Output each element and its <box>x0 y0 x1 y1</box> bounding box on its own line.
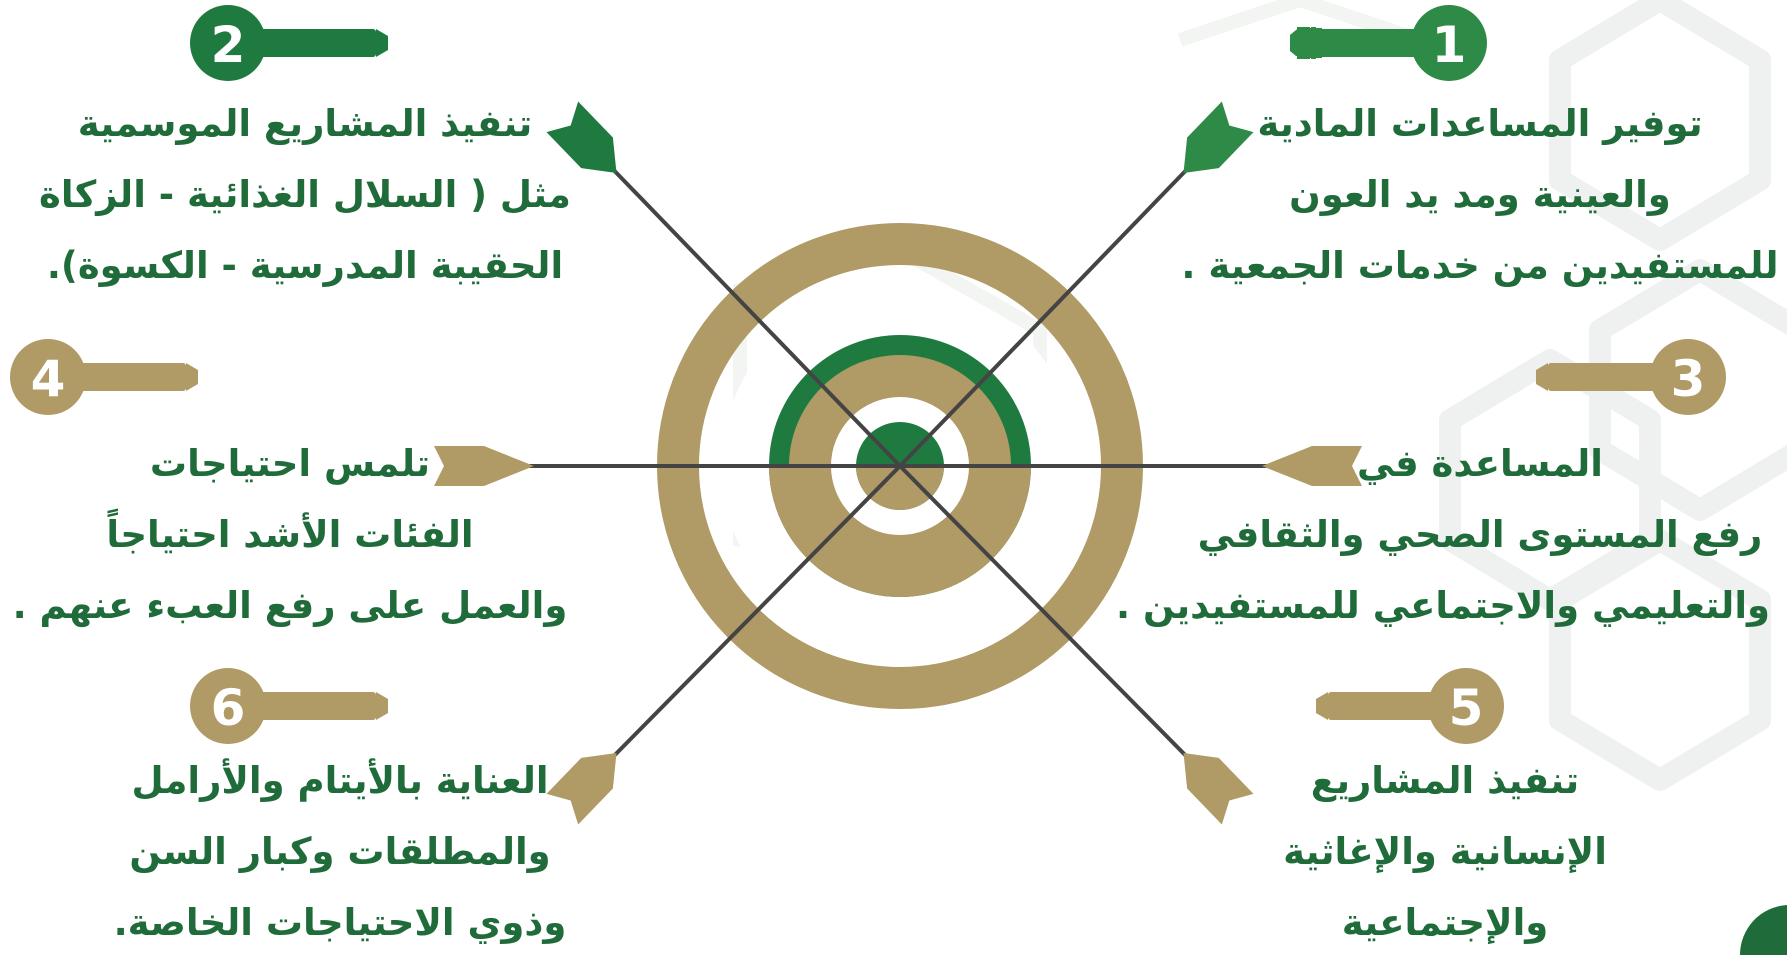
goal-2-line-2: مثل ( السلال الغذائية - الزكاة <box>39 173 571 216</box>
goal-5-line-2: الإنسانية والإغاثية <box>1283 830 1607 873</box>
goal-2-line-3: الحقيبة المدرسية - الكسوة). <box>46 244 564 287</box>
key-badge-1 <box>1296 27 1320 59</box>
goal-3-line-1: المساعدة في <box>1357 442 1603 485</box>
goal-4-line-3: والعمل على رفع العبء عنهم . <box>12 584 568 627</box>
goal-6-line-1: العناية بالأيتام والأرامل <box>131 759 549 802</box>
goal-text-3: المساعدة في رفع المستوى الصحي والثقافي و… <box>1116 428 1770 641</box>
goal-5-line-1: تنفيذ المشاريع <box>1310 759 1580 802</box>
goal-4-line-2: الفئات الأشد احتياجاً <box>106 513 474 556</box>
goal-4-line-1: تلمس احتياجات <box>149 442 431 485</box>
goal-6-line-3: وذوي الاحتياجات الخاصة. <box>113 901 567 944</box>
arrow-fletching-5 <box>1183 753 1254 825</box>
arrow-fletching-3 <box>1262 446 1362 486</box>
arrow-shaft-5 <box>898 464 1198 768</box>
arrow-shaft-6 <box>602 464 902 768</box>
arrow-shaft-1 <box>898 158 1198 468</box>
goal-2-line-1: تنفيذ المشاريع الموسمية <box>77 102 533 145</box>
arrows <box>474 158 1322 768</box>
goal-text-6: العناية بالأيتام والأرامل والمطلقات وكبا… <box>100 745 580 958</box>
arrow-fletching-1 <box>1183 101 1254 173</box>
goal-text-2: تنفيذ المشاريع الموسمية مثل ( السلال الغ… <box>20 88 590 301</box>
arrow-shaft-2 <box>602 158 902 468</box>
goal-3-line-3: والتعليمي والاجتماعي للمستفيدين . <box>1116 584 1770 627</box>
goal-5-line-3: والإجتماعية <box>1341 901 1549 944</box>
arrow-fletching-4 <box>434 446 534 486</box>
goal-1-line-3: للمستفيدين من خدمات الجمعية . <box>1181 244 1779 287</box>
goal-6-line-2: والمطلقات وكبار السن <box>129 830 551 873</box>
goal-3-line-2: رفع المستوى الصحي والثقافي <box>1197 513 1763 556</box>
goal-text-4: تلمس احتياجات الفئات الأشد احتياجاً والع… <box>10 428 570 641</box>
goal-1-line-2: والعينية ومد يد العون <box>1289 173 1671 216</box>
target-center-lower <box>856 466 944 510</box>
goal-text-5: تنفيذ المشاريع الإنسانية والإغاثية والإج… <box>1230 745 1660 958</box>
arrow-fletching-6 <box>546 753 617 825</box>
goal-text-1: توفير المساعدات المادية والعينية ومد يد … <box>1180 88 1780 301</box>
arrow-fletching-2 <box>546 101 617 173</box>
goal-1-line-1: توفير المساعدات المادية <box>1257 102 1703 145</box>
